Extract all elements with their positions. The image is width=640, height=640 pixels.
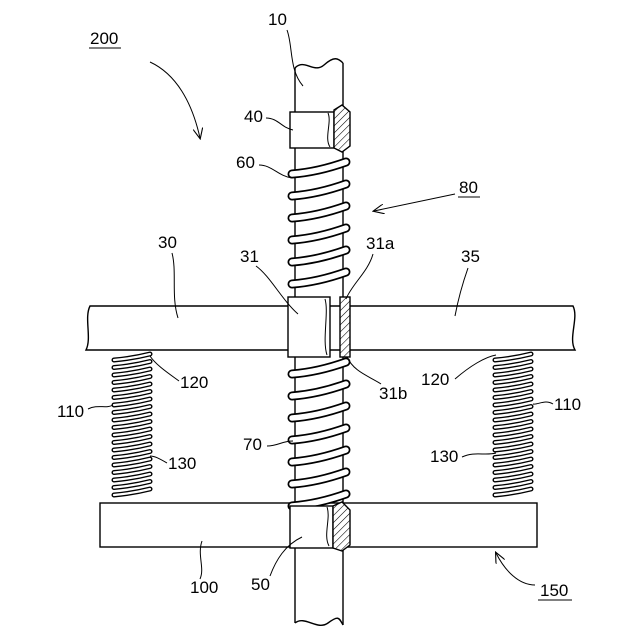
label-plate-collar-b: 31b xyxy=(379,384,407,403)
lower-collar xyxy=(290,502,350,551)
label-upper-spring: 60 xyxy=(236,153,255,172)
label-lower-collar: 50 xyxy=(251,575,270,594)
label-left-spring: 110 xyxy=(57,402,84,421)
upper-collar-body xyxy=(290,112,334,148)
label-right-spring: 110 xyxy=(554,395,581,414)
label-left-spring-inner: 130 xyxy=(168,454,196,473)
plate-collar-body xyxy=(288,297,330,357)
label-right-plate: 35 xyxy=(461,247,480,266)
plate-collar xyxy=(288,297,350,357)
label-right-spring-top: 120 xyxy=(421,370,449,389)
label-assembly: 200 xyxy=(90,29,118,48)
label-left-spring-top: 120 xyxy=(180,373,208,392)
label-base-plate: 100 xyxy=(190,578,218,597)
label-left-plate: 30 xyxy=(158,233,177,252)
plate-collar-section xyxy=(340,297,350,357)
label-direction-80: 80 xyxy=(459,178,478,197)
upper-collar-section xyxy=(334,105,350,152)
label-base-assembly: 150 xyxy=(540,581,568,600)
label-plate-collar-a: 31a xyxy=(366,234,395,253)
label-right-spring-inner: 130 xyxy=(430,447,458,466)
label-plate-collar: 31 xyxy=(240,247,259,266)
label-rod: 10 xyxy=(268,10,287,29)
lower-collar-body xyxy=(290,506,333,548)
label-upper-collar: 40 xyxy=(244,107,263,126)
label-lower-spring: 70 xyxy=(243,435,262,454)
upper-collar xyxy=(290,105,350,152)
lower-collar-section xyxy=(333,502,350,551)
